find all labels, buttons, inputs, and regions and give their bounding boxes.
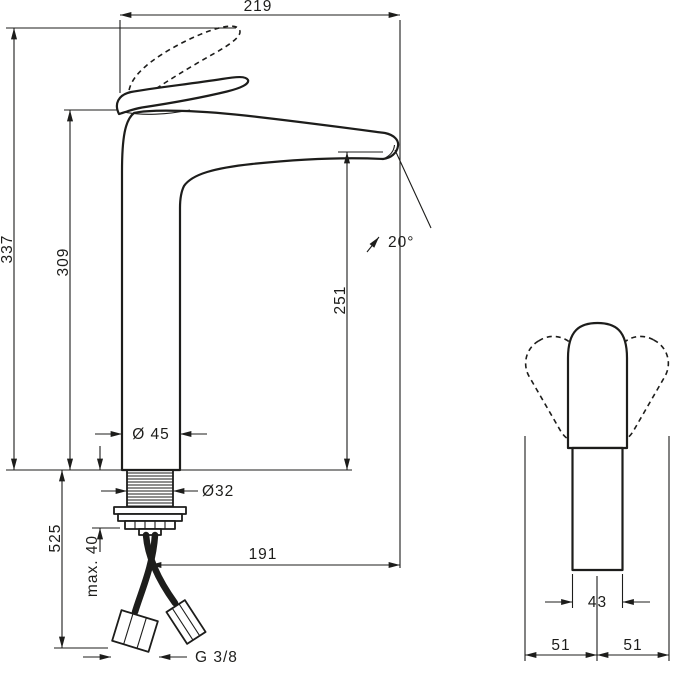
dimension-spout-reach: 191	[149, 545, 400, 572]
faucet-handle	[115, 75, 250, 116]
supply-hoses	[111, 531, 207, 653]
dimension-height-spout: 251	[332, 151, 383, 470]
dimension-height-overall: 337	[0, 27, 236, 470]
dim-height-body-label: 309	[55, 248, 72, 277]
hose-left	[131, 531, 159, 616]
dim-max-mounting-label: max. 40	[84, 535, 101, 597]
dim-height-spout-label: 251	[332, 286, 349, 315]
dimension-width-overall: 219	[119, 0, 401, 568]
dim-height-overall-label: 337	[0, 235, 16, 264]
dimension-spout-angle: 20°	[366, 149, 432, 253]
dim-width-overall-label: 219	[244, 0, 273, 15]
handle-swing-dashed	[127, 25, 241, 102]
front-view: 219 337 309 251 20°	[0, 0, 432, 666]
side-dimensions: 43 51 51	[524, 436, 670, 661]
dim-spout-reach-label: 191	[249, 546, 278, 563]
faucet-side-drawing	[524, 321, 670, 572]
dim-swing-left-label: 51	[551, 637, 570, 654]
dimension-hose-length: 525	[47, 470, 108, 649]
dimension-swing-left: 51	[525, 637, 597, 659]
dim-swing-right-label: 51	[623, 637, 642, 654]
side-view: 43 51 51	[524, 321, 670, 661]
faucet-body-outline	[120, 109, 400, 472]
front-dimensions: 219 337 309 251 20°	[0, 0, 432, 666]
dim-spout-angle-label: 20°	[388, 234, 414, 251]
hose-right	[142, 531, 179, 607]
spout-outlet-detail	[382, 144, 396, 160]
dim-hose-length-label: 525	[47, 524, 64, 553]
dimension-max-mounting-thickness: max. 40	[84, 446, 120, 597]
handle-base-line	[123, 109, 191, 115]
faucet-front-drawing	[111, 25, 400, 653]
dimension-body-diameter: Ø 45	[95, 426, 207, 443]
dim-shank-diameter-label: Ø32	[202, 483, 234, 500]
side-handle-cap	[566, 321, 629, 450]
dim-body-diameter-label: Ø 45	[132, 426, 170, 443]
shank-thread	[126, 470, 174, 507]
dimension-hose-thread: G 3/8	[83, 649, 238, 666]
mounting-hardware	[113, 506, 187, 536]
hose-connector-right	[165, 599, 207, 645]
dimension-swing-right: 51	[597, 637, 669, 659]
hose-connector-left	[111, 609, 159, 653]
dim-hose-thread-label: G 3/8	[195, 649, 238, 666]
dimension-height-body: 309	[55, 109, 118, 470]
dimension-shank-diameter: Ø32	[101, 483, 234, 500]
side-body	[571, 446, 624, 572]
